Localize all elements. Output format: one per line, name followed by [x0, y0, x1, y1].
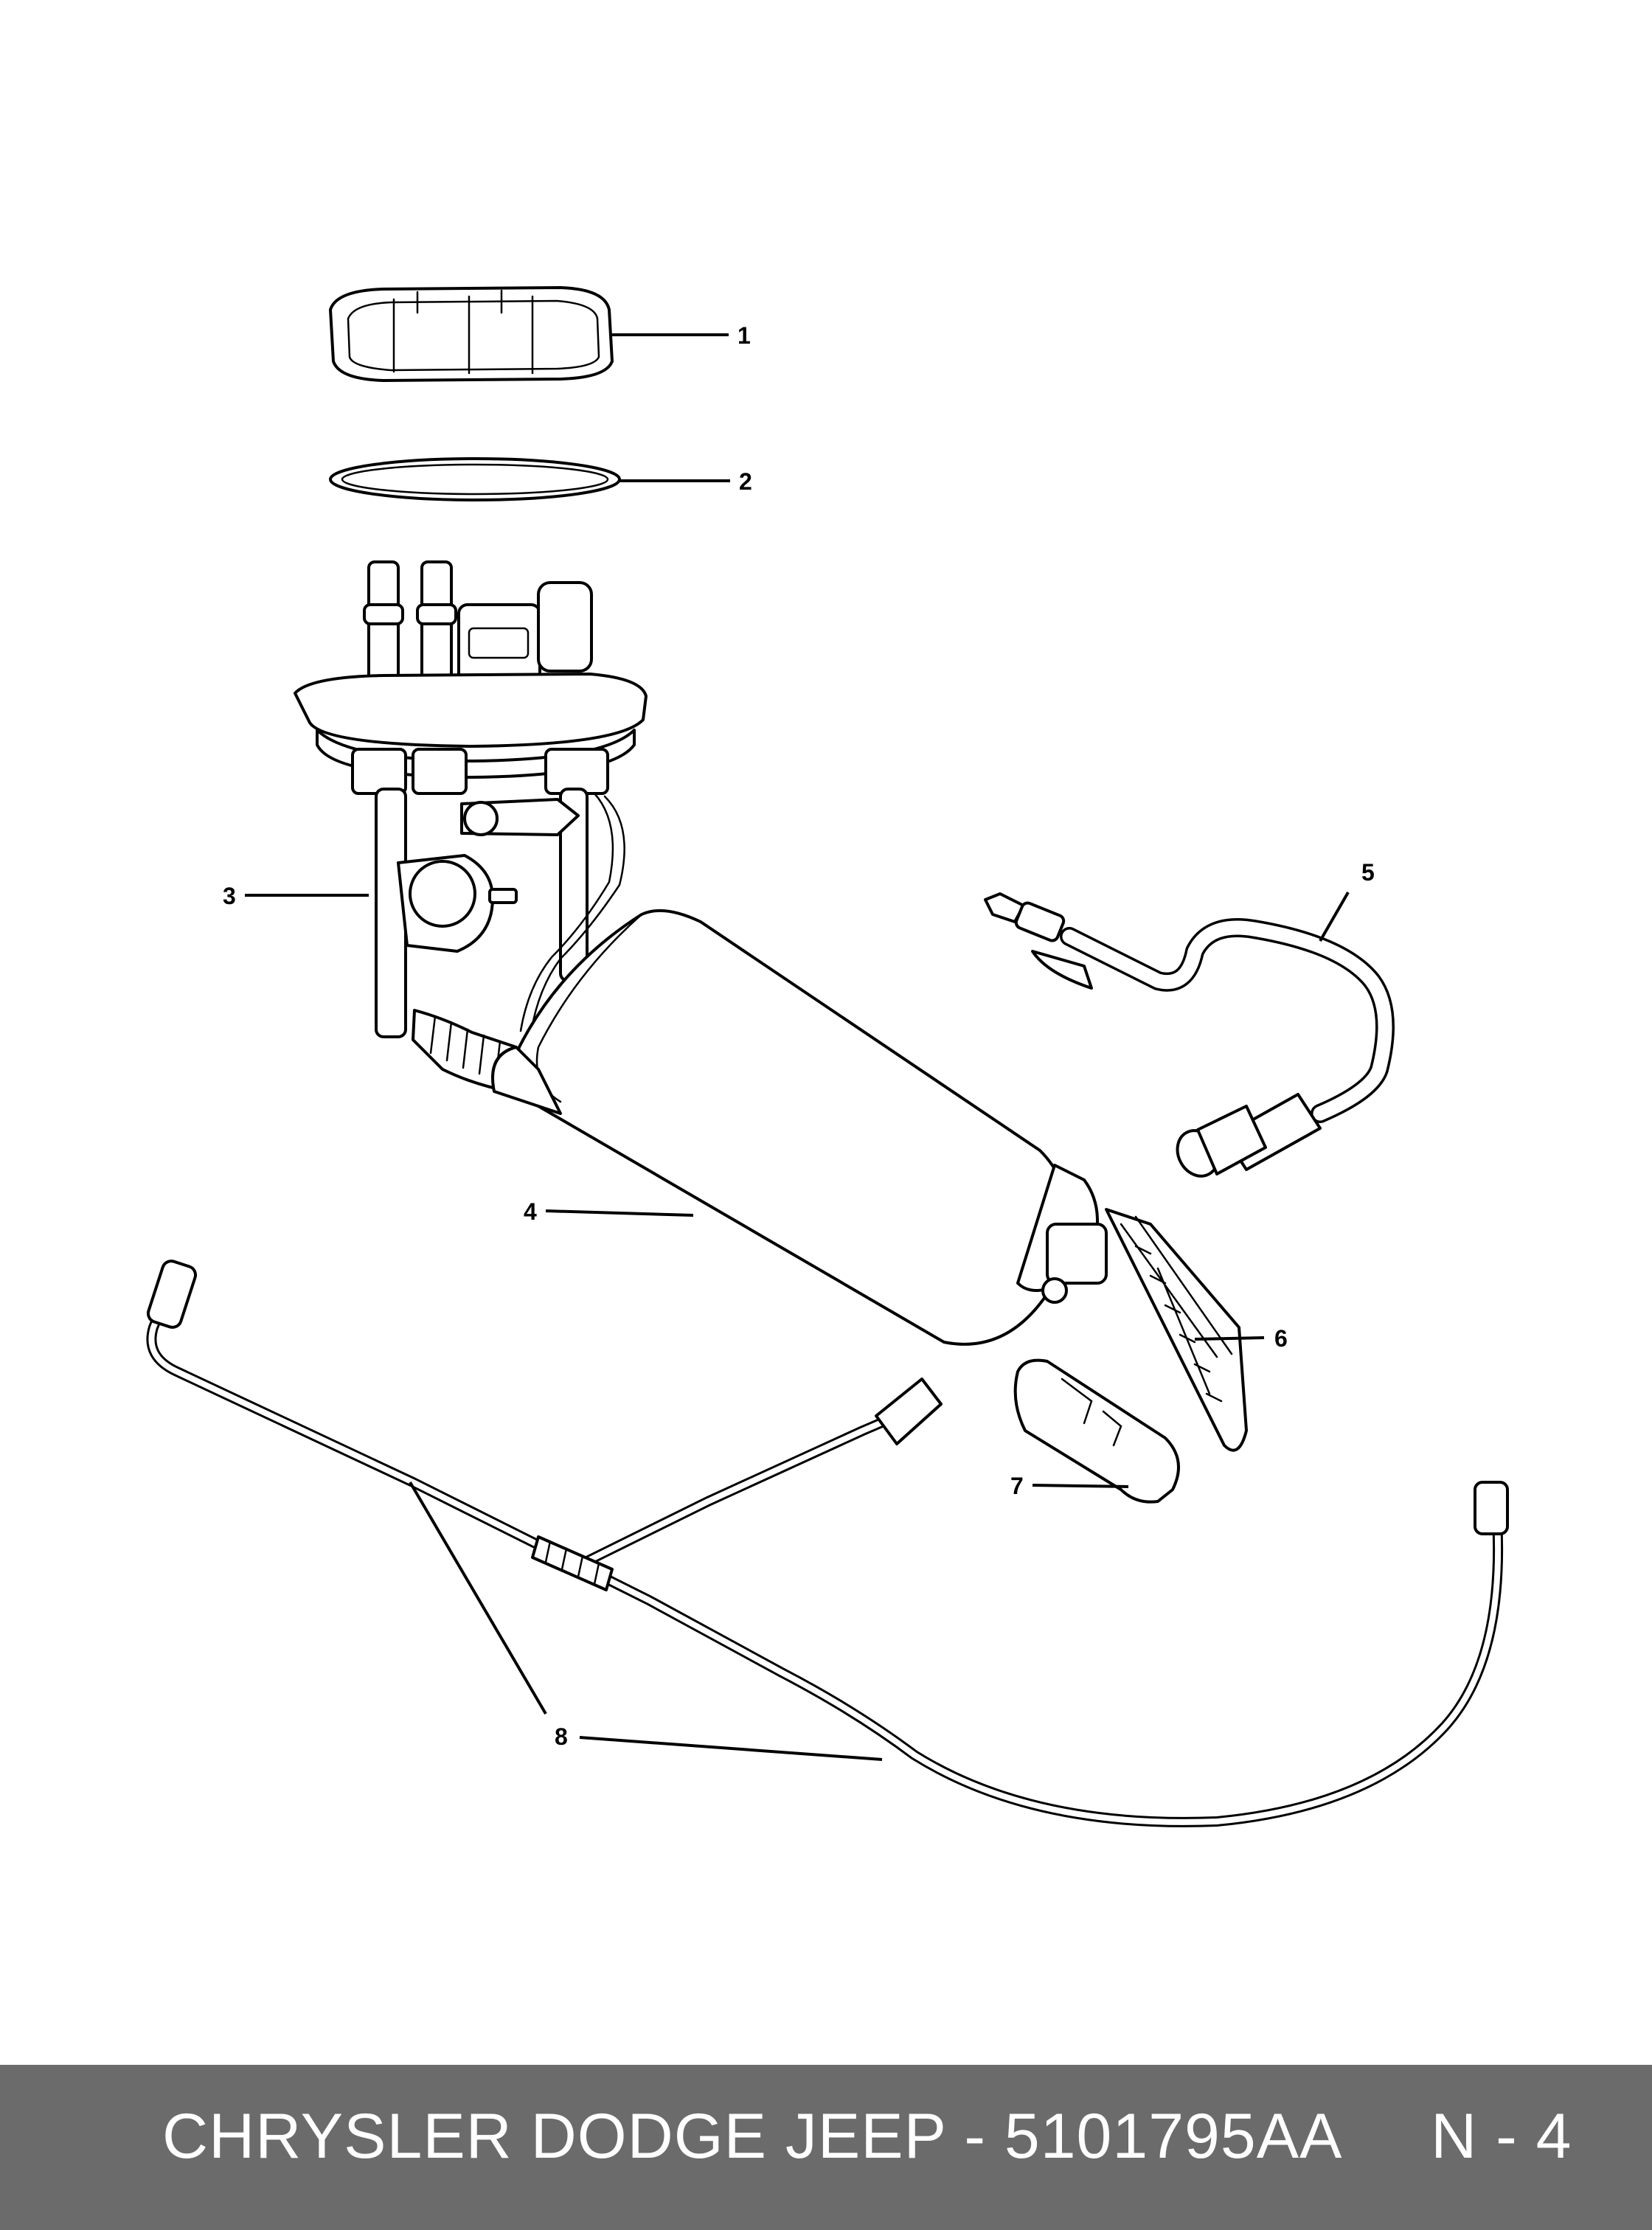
callout-1: 1: [738, 322, 751, 349]
pump-module-flange: [294, 560, 648, 1093]
fuel-level-sensor: [1105, 1208, 1248, 1452]
callout-8: 8: [555, 1723, 568, 1750]
fuel-level-float: [1013, 1358, 1180, 1504]
o-ring-seal: [329, 457, 621, 501]
fuel-pump-exploded-diagram: 1 2 3 4 5 6 7 8: [146, 286, 1509, 1827]
leader-5: [1319, 892, 1350, 942]
leader-7: [1032, 1484, 1129, 1488]
callout-6: 6: [1274, 1325, 1288, 1352]
footer-bar: [0, 2065, 1652, 2230]
fuel-supply-hose: [984, 892, 1395, 1178]
lock-ring: [329, 286, 614, 382]
leader-4: [545, 1209, 694, 1217]
callout-2: 2: [739, 468, 752, 495]
callout-3: 3: [223, 883, 236, 909]
leader-8b: [579, 1736, 883, 1761]
leader-6: [1194, 1336, 1265, 1341]
fuel-pump-canister: [491, 909, 1108, 1346]
callout-7: 7: [1010, 1473, 1024, 1499]
leader-8a: [409, 1481, 547, 1715]
callout-4: 4: [524, 1198, 537, 1225]
callout-5: 5: [1361, 859, 1375, 886]
footer-part-number: CHRYSLER DODGE JEEP - 5101795AA N - 4: [162, 2101, 1572, 2172]
jet-pump-lines: [146, 1260, 1509, 1827]
